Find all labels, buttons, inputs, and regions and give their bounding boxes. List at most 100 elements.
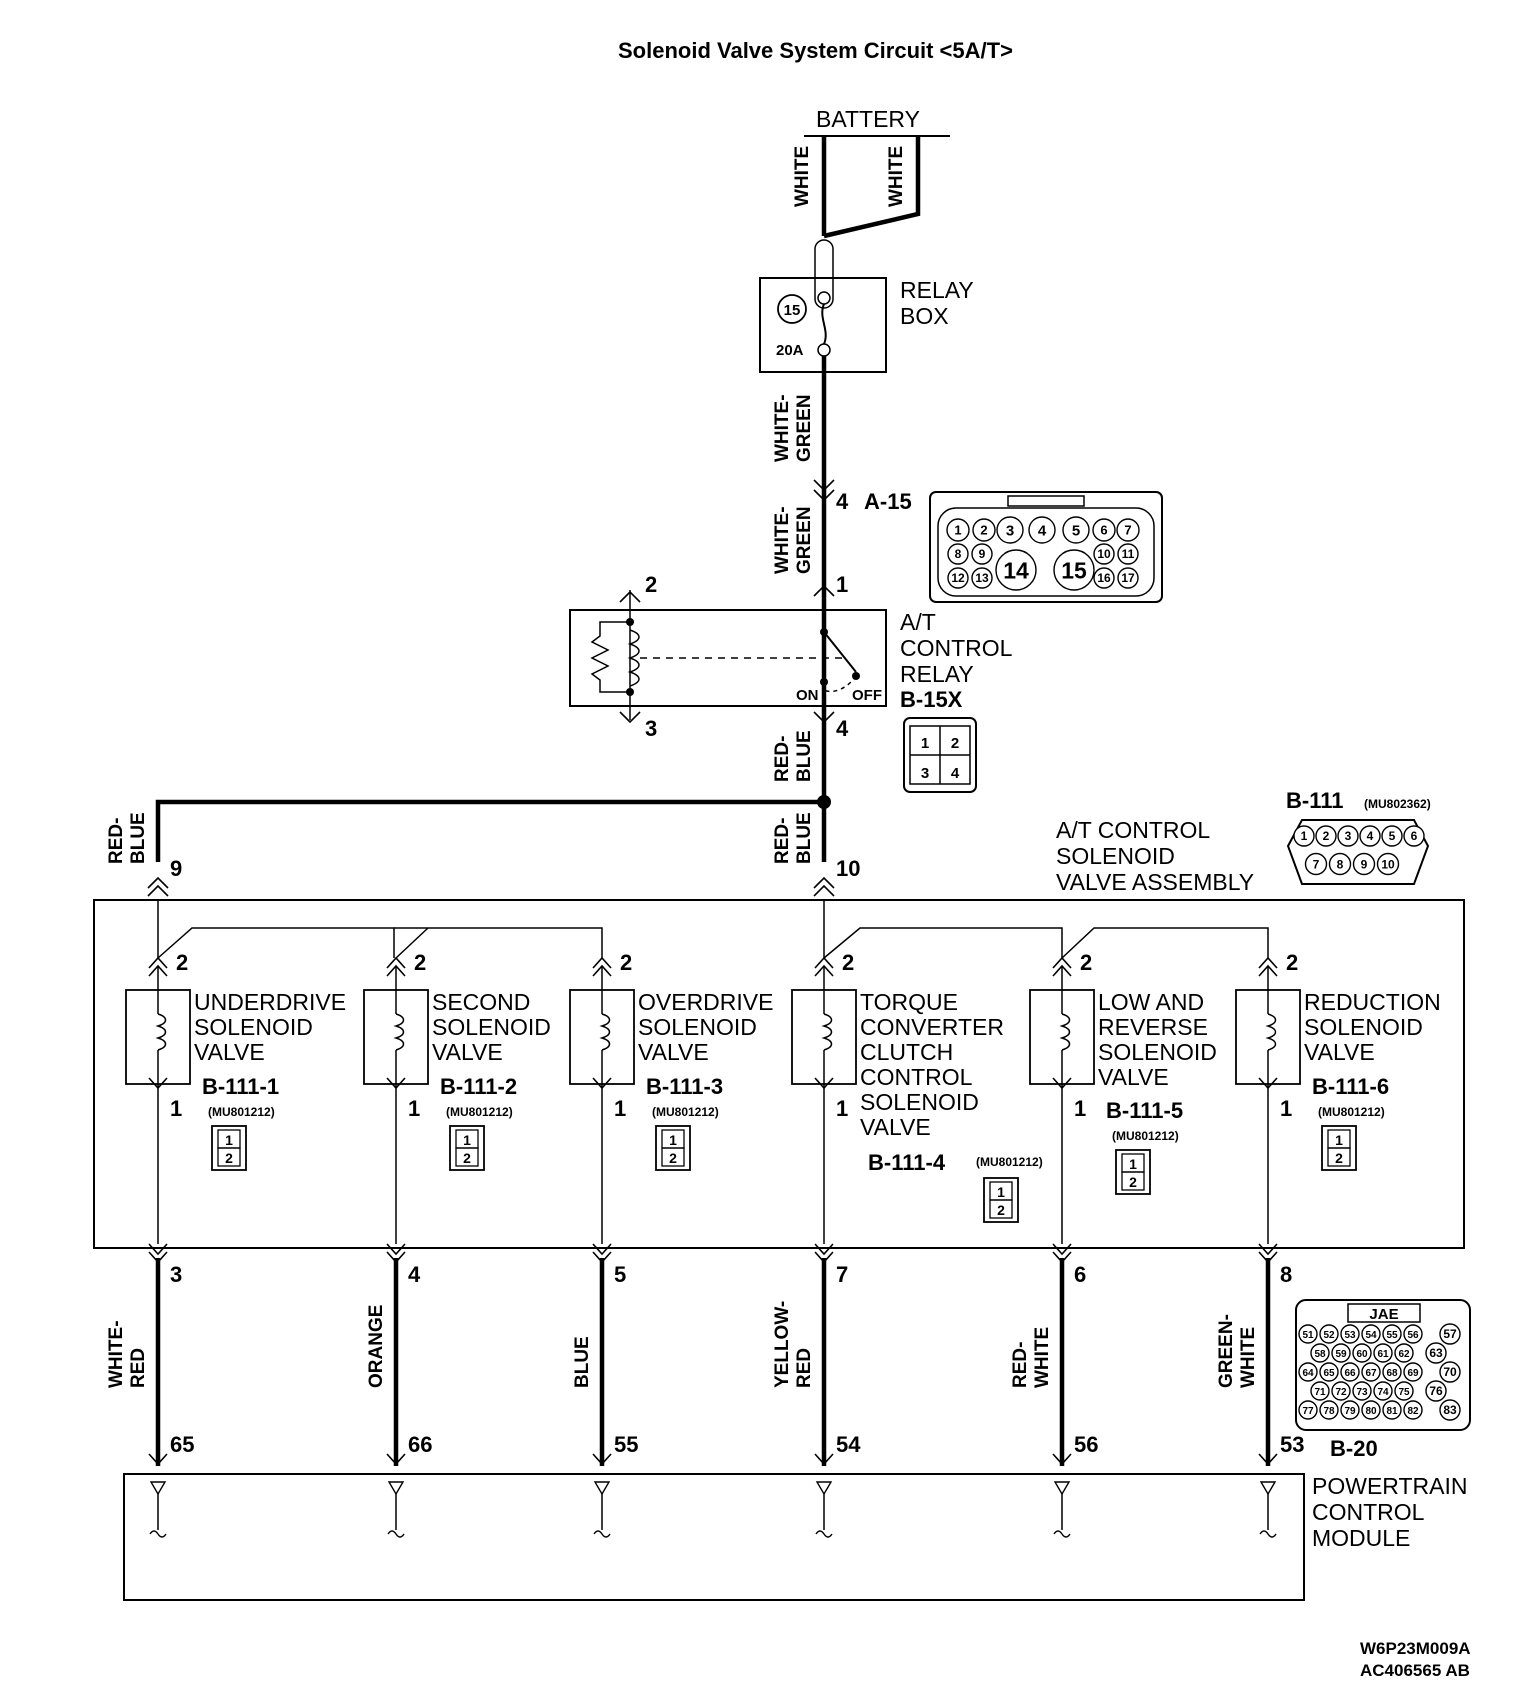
fuse-number: 15: [784, 302, 801, 319]
solenoid-5-label-2: REVERSE: [1098, 1014, 1208, 1040]
b20-pin-75: 75: [1398, 1387, 1410, 1398]
pcm-box: [123, 1473, 1305, 1601]
solenoid-3-connector: B-111-3: [646, 1074, 723, 1099]
battery-label: BATTERY: [816, 106, 920, 132]
solenoid-3-out-pin: 5: [614, 1262, 626, 1287]
diagram-title: Solenoid Valve System Circuit <5A/T>: [618, 38, 1013, 63]
a15-pin-5: 5: [1072, 522, 1080, 539]
wire-lower-1: WHITE-: [772, 506, 793, 574]
b20-pin-60: 60: [1356, 1349, 1368, 1360]
b15x-pin-3: 3: [921, 765, 929, 782]
b20-pin-73: 73: [1356, 1387, 1368, 1398]
b111-pin-8: 8: [1337, 857, 1344, 871]
battery: BATTERY WHITE WHITE: [792, 106, 950, 239]
relay-label-1: A/T: [900, 609, 936, 635]
a15-pin-13: 13: [975, 571, 989, 585]
wire-upper-2: GREEN: [794, 394, 815, 462]
wire-center-feed-1: RED-: [772, 818, 793, 864]
wire-upper-1: WHITE-: [772, 394, 793, 462]
solenoid-5-connector: B-111-5: [1106, 1098, 1183, 1123]
b20-pin-81: 81: [1386, 1406, 1398, 1417]
b20-pin-80: 80: [1365, 1406, 1377, 1417]
solenoid-1-mini-pin-2: 2: [225, 1150, 233, 1166]
solenoid-3-mini-pin-2: 2: [669, 1150, 677, 1166]
b20-pin-71: 71: [1314, 1387, 1326, 1398]
b20-pin-62: 62: [1398, 1349, 1410, 1360]
solenoid-1-label-1: UNDERDRIVE: [194, 989, 346, 1015]
b20-pin-78: 78: [1323, 1406, 1335, 1417]
relay-box-label-2: BOX: [900, 303, 949, 329]
solenoid-3-label-3: VALVE: [638, 1039, 709, 1065]
solenoid-5-pcm-pin: 56: [1074, 1432, 1098, 1457]
solenoid-4-label-4: CONTROL: [860, 1064, 973, 1090]
battery-wire-right: WHITE: [886, 146, 907, 207]
solenoid-1-pin-bottom: 1: [170, 1096, 182, 1121]
assembly-label-1: A/T CONTROL: [1056, 817, 1210, 843]
a15-pin-17: 17: [1121, 571, 1135, 585]
solenoid-6-wire-2: WHITE: [1238, 1327, 1259, 1388]
solenoid-1-part: (MU801212): [208, 1105, 275, 1119]
solenoid-3-part: (MU801212): [652, 1105, 719, 1119]
b20-brand: JAE: [1369, 1306, 1398, 1323]
solenoid-6-pcm-pin: 53: [1280, 1432, 1304, 1457]
solenoid-5-label-4: VALVE: [1098, 1064, 1169, 1090]
solenoid-5-part: (MU801212): [1112, 1129, 1179, 1143]
solenoid-5-label-3: SOLENOID: [1098, 1039, 1217, 1065]
solenoid-4-mini-pin-2: 2: [997, 1202, 1005, 1218]
assembly-pin-10: 10: [836, 856, 860, 881]
battery-wire-left: WHITE: [792, 146, 813, 207]
solenoid-6-out-pin: 8: [1280, 1262, 1292, 1287]
solenoid-2-pin-bottom: 1: [408, 1096, 420, 1121]
b111-pin-5: 5: [1389, 829, 1396, 843]
b20-pin-79: 79: [1344, 1406, 1356, 1417]
b20-pin-76: 76: [1429, 1384, 1443, 1398]
pcm-label-2: CONTROL: [1312, 1499, 1425, 1525]
a15-pin-3: 3: [1006, 522, 1014, 539]
solenoid-4-wire-2: RED: [794, 1348, 815, 1388]
footer-code-2: AC406565 AB: [1360, 1661, 1470, 1680]
b111-pin-10: 10: [1381, 857, 1395, 871]
relay-off: OFF: [852, 687, 882, 704]
wire-relay-out-1: RED-: [772, 736, 793, 782]
solenoid-4-connector: B-111-4: [868, 1150, 946, 1175]
wire-left-feed-2: BLUE: [128, 812, 149, 864]
solenoid-5-label-1: LOW AND: [1098, 989, 1204, 1015]
solenoid-1-connector: B-111-1: [202, 1074, 279, 1099]
solenoid-3-wire-1: BLUE: [572, 1336, 593, 1388]
relay-pin-3: 3: [645, 716, 657, 741]
solenoid-3-pin-bottom: 1: [614, 1096, 626, 1121]
solenoid-4-label-5: SOLENOID: [860, 1089, 979, 1115]
solenoid-1-pin-top: 2: [176, 950, 188, 975]
b20-pin-82: 82: [1407, 1406, 1419, 1417]
solenoid-6-pin-top: 2: [1286, 950, 1298, 975]
b20-pin-55: 55: [1386, 1330, 1398, 1341]
a15-pin-7: 7: [1124, 523, 1131, 538]
b111-pin-9: 9: [1361, 857, 1368, 871]
b20-pin-67: 67: [1365, 1368, 1377, 1379]
b20-pin-77: 77: [1302, 1406, 1314, 1417]
solenoid-6-part: (MU801212): [1318, 1105, 1385, 1119]
solenoid-6-connector: B-111-6: [1312, 1074, 1389, 1099]
solenoid-4-mini-pin-1: 1: [997, 1184, 1005, 1200]
solenoid-4-label-2: CONVERTER: [860, 1014, 1004, 1040]
solenoid-6-pin-bottom: 1: [1280, 1096, 1292, 1121]
a15-pin-6: 6: [1100, 523, 1107, 538]
b20-pin-53: 53: [1344, 1330, 1356, 1341]
relay-connector-name: B-15X: [900, 687, 963, 712]
b20-pin-54: 54: [1365, 1330, 1377, 1341]
wire-relay-out-2: BLUE: [794, 730, 815, 782]
pcm-connector-name: B-20: [1330, 1436, 1378, 1461]
assembly-label-3: VALVE ASSEMBLY: [1056, 869, 1254, 895]
solenoid-2-label-3: VALVE: [432, 1039, 503, 1065]
solenoid-2-wire-1: ORANGE: [366, 1305, 387, 1388]
b20-pin-83: 83: [1443, 1403, 1457, 1417]
solenoid-5-wire-1: RED-: [1010, 1342, 1031, 1388]
wire-lower-2: GREEN: [794, 506, 815, 574]
solenoid-6-mini-pin-1: 1: [1335, 1132, 1343, 1148]
a15-pin-9: 9: [979, 547, 986, 561]
a15-pin-10: 10: [1097, 547, 1111, 561]
left-feed-wire: [155, 799, 824, 862]
b20-pin-70: 70: [1443, 1365, 1457, 1379]
